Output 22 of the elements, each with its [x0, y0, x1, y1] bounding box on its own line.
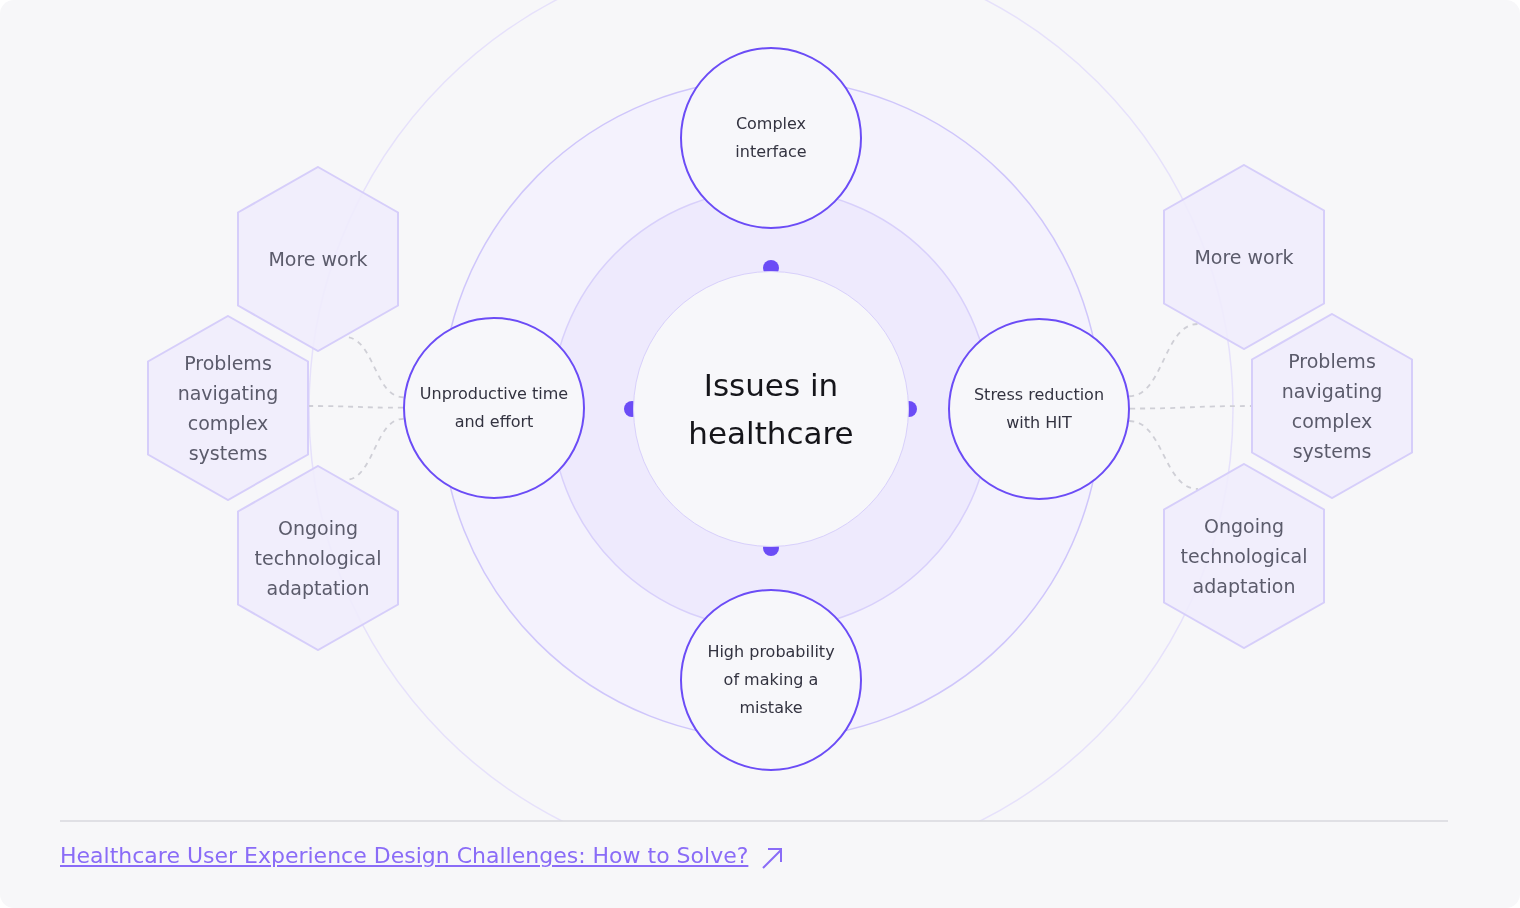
node-label: Ongoing technological adaptation	[1179, 514, 1309, 599]
hexagon-box	[237, 465, 399, 651]
hexagon-box	[147, 315, 309, 501]
node-label: Problems navigating complex systems	[176, 351, 280, 466]
node-label: High probability of making a mistake	[706, 641, 836, 719]
connector-line	[308, 405, 404, 409]
hexagon-box	[1251, 313, 1413, 499]
hexagon-box	[1163, 463, 1325, 649]
hexagon-box	[1163, 164, 1325, 350]
node-label: More work	[267, 247, 369, 272]
node-label: Problems navigating complex systems	[1280, 349, 1384, 464]
connector-line	[1129, 405, 1252, 410]
node-label: Ongoing technological adaptation	[253, 516, 383, 601]
node-label: Stress reduction with HIT	[972, 384, 1106, 434]
article-link: Healthcare User Experience Design Challenges: How to Solve?	[60, 843, 749, 868]
node-label: Unproductive time and effort	[419, 383, 569, 433]
node-label: Complex interface	[734, 113, 808, 163]
connector-line	[1128, 420, 1199, 490]
node-label: More work	[1193, 245, 1295, 270]
node-label: Issues in healthcare	[687, 366, 855, 453]
hexagon-box	[237, 166, 399, 352]
connector-line	[1128, 323, 1199, 398]
